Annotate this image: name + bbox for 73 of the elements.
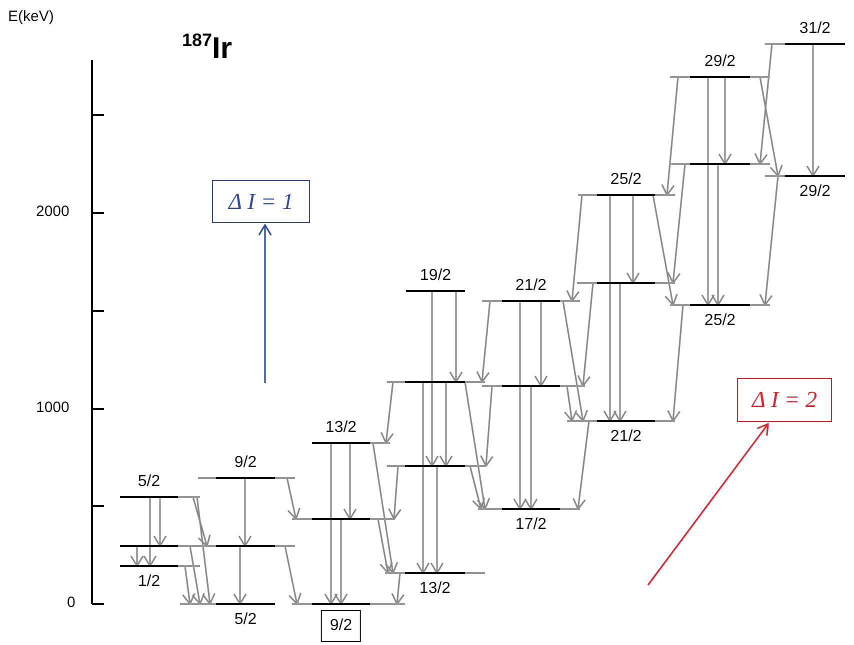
arrow — [647, 423, 769, 586]
spin-label: 25/2 — [610, 171, 642, 189]
transition-arrow — [284, 546, 302, 605]
transition-arrow — [391, 572, 405, 605]
transition-arrow — [334, 519, 348, 605]
spin-label: 13/2 — [419, 580, 451, 598]
transition-arrow — [476, 300, 491, 383]
transition-arrow — [416, 382, 430, 574]
transition-arrow — [661, 76, 679, 196]
transition-arrow — [286, 478, 301, 520]
transition-arrow — [564, 386, 578, 422]
transition-arrow — [189, 546, 206, 605]
transition-arrow — [439, 382, 453, 467]
spin-label: 1/2 — [138, 573, 160, 591]
transition-arrow — [562, 300, 588, 422]
axis-label: 0 — [67, 594, 76, 611]
transition-arrow — [372, 442, 398, 574]
transition-arrow — [182, 566, 196, 605]
transition-arrow — [754, 44, 773, 165]
transition-arrow — [513, 301, 527, 510]
transition-arrow — [534, 301, 548, 387]
transition-arrow — [449, 291, 463, 383]
spin-label: 21/2 — [515, 277, 547, 295]
transition-arrow — [233, 546, 247, 605]
transition-arrow — [566, 194, 583, 302]
transition-arrow — [192, 496, 211, 547]
transition-arrow — [613, 283, 627, 422]
transition-arrow — [380, 382, 394, 444]
spin-label: 21/2 — [610, 428, 642, 446]
transition-arrow — [806, 44, 820, 177]
spin-label: 19/2 — [420, 267, 452, 285]
transition-arrow — [343, 443, 357, 520]
transition-arrow — [130, 546, 144, 567]
transition-arrow — [524, 386, 538, 510]
transition-arrow — [430, 466, 444, 574]
transition-arrow — [464, 382, 490, 510]
transition-arrow — [701, 77, 715, 306]
transition-arrow — [759, 76, 783, 177]
title: $^{187}$Ir — [182, 30, 232, 66]
transition-arrow — [324, 443, 338, 605]
transition-arrow — [652, 194, 678, 306]
axis-label: 2000 — [36, 203, 70, 220]
spin-label: 29/2 — [799, 183, 831, 201]
spin-label: 5/2 — [234, 611, 257, 629]
transition-arrow — [388, 466, 402, 520]
spin-label: 25/2 — [704, 312, 736, 330]
transition-arrow — [196, 496, 216, 605]
transition-arrow — [667, 304, 684, 422]
spin-label: 31/2 — [799, 20, 831, 38]
transition-arrow — [377, 518, 393, 574]
spin-label: 9/2 — [320, 610, 362, 642]
transition-arrow — [238, 478, 252, 547]
axis-label: E(keV) — [8, 8, 54, 25]
transition-arrow — [425, 291, 439, 467]
arrow — [258, 224, 272, 383]
transition-arrow — [667, 164, 686, 284]
transition-arrow — [143, 497, 157, 567]
transition-arrow — [711, 164, 725, 306]
spin-label: 5/2 — [138, 473, 160, 491]
spin-label: 17/2 — [515, 516, 547, 534]
axis-label: 1000 — [36, 399, 70, 416]
transition-arrow — [480, 386, 494, 467]
transition-arrow — [626, 195, 640, 284]
transition-arrow — [759, 176, 779, 306]
spin-label: 9/2 — [234, 454, 257, 472]
transition-arrow — [603, 195, 617, 422]
transition-arrow — [577, 282, 594, 387]
transition-arrow — [572, 420, 590, 510]
transition-arrow — [469, 466, 486, 510]
spin-label: 29/2 — [704, 53, 736, 71]
spin-label: 13/2 — [325, 419, 357, 437]
transition-arrow — [153, 497, 167, 547]
transition-arrow — [718, 77, 732, 165]
